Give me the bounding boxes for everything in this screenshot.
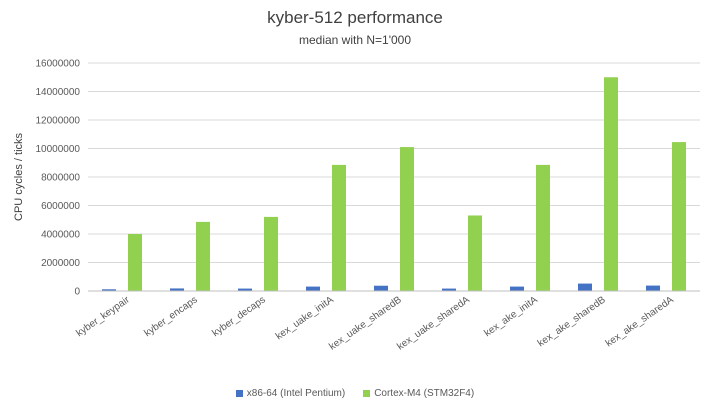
bar-x86: [374, 285, 388, 291]
bar-x86: [578, 283, 592, 291]
bars: [102, 77, 686, 291]
y-tick-label: 14000000: [36, 87, 81, 98]
legend-item-x86: x86-64 (Intel Pentium): [235, 388, 346, 399]
y-tick-label: 16000000: [36, 59, 81, 70]
x-tick-label: kex_ake_initA: [482, 294, 540, 339]
legend-swatch-cortex: [363, 390, 371, 397]
y-tick-label: 2000000: [41, 258, 80, 269]
y-tick-label: 4000000: [41, 230, 80, 241]
bar-x86: [306, 286, 320, 291]
bar-x86: [170, 288, 184, 291]
y-tick-label: 0: [74, 287, 80, 298]
legend-swatch-x86: [235, 390, 243, 397]
bar-cortex-m4: [536, 164, 550, 291]
x-tick-label: kex_ake_sharedA: [604, 294, 676, 349]
legend: x86-64 (Intel Pentium) Cortex-M4 (STM32F…: [0, 388, 710, 399]
x-tick-label: kex_uake_sharedA: [395, 294, 472, 352]
bar-cortex-m4: [468, 215, 482, 291]
x-tick-label: kyber_encaps: [142, 294, 199, 339]
legend-label-cortex: Cortex-M4 (STM32F4): [374, 388, 475, 399]
legend-label-x86: x86-64 (Intel Pentium): [246, 388, 346, 399]
gridlines: [88, 62, 700, 263]
bar-cortex-m4: [264, 216, 278, 291]
chart-title: kyber-512 performance: [267, 8, 443, 27]
bar-x86: [238, 288, 252, 291]
bar-x86: [510, 286, 524, 291]
chart-subtitle: median with N=1'000: [298, 33, 412, 47]
y-tick-label: 6000000: [41, 201, 80, 212]
legend-item-cortex: Cortex-M4 (STM32F4): [363, 388, 474, 399]
y-tick-label: 10000000: [36, 144, 81, 155]
y-tick-label: 8000000: [41, 173, 80, 184]
y-axis-label: CPU cycles / ticks: [13, 132, 25, 221]
x-tick-label: kyber_decaps: [210, 294, 267, 339]
x-tick-label: kyber_keypair: [74, 294, 132, 339]
bar-cortex-m4: [196, 221, 210, 291]
bar-cortex-m4: [128, 234, 142, 291]
bar-x86: [442, 288, 456, 291]
x-tick-label: kex_ake_sharedB: [536, 294, 608, 349]
bar-cortex-m4: [604, 77, 618, 291]
y-axis-label-group: CPU cycles / ticks: [13, 132, 25, 221]
bar-cortex-m4: [332, 164, 346, 291]
bar-x86: [646, 285, 660, 291]
bar-cortex-m4: [672, 142, 686, 291]
x-tick-label: kex_uake_initA: [274, 294, 336, 342]
y-tick-label: 12000000: [36, 116, 81, 127]
x-tick-label: kex_uake_sharedB: [327, 294, 404, 352]
bar-x86: [102, 289, 116, 291]
bar-cortex-m4: [400, 147, 414, 291]
